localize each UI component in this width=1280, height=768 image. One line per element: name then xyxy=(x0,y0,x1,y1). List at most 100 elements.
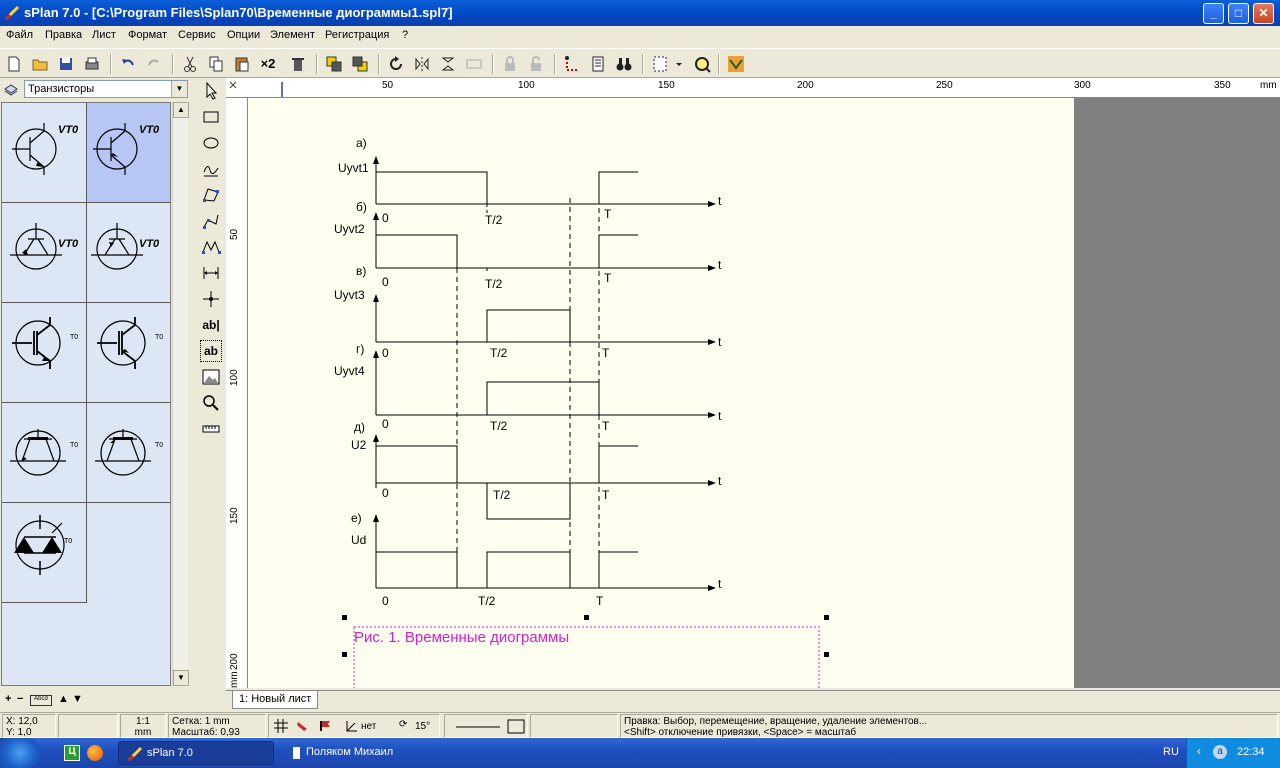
component-npn-transistor-circle[interactable]: VT0 xyxy=(2,103,87,203)
maximize-button[interactable]: □ xyxy=(1228,3,1249,24)
group-icon[interactable] xyxy=(464,54,484,74)
bring-to-front-icon[interactable] xyxy=(324,54,344,74)
parts-list-icon[interactable] xyxy=(588,54,608,74)
scroll-down-icon[interactable]: ▼ xyxy=(173,670,189,686)
close-button[interactable]: ✕ xyxy=(1253,3,1274,24)
minimize-button[interactable]: _ xyxy=(1203,3,1224,24)
undo-icon[interactable] xyxy=(118,54,138,74)
rectangle-tool-icon[interactable] xyxy=(200,106,222,128)
tray-app-icon[interactable]: a xyxy=(1213,745,1227,759)
menu-options[interactable]: Опции xyxy=(227,29,261,41)
remove-library-icon[interactable]: − xyxy=(17,693,24,705)
page-setup-icon[interactable] xyxy=(650,54,670,74)
polygon-tool-icon[interactable] xyxy=(200,184,222,206)
ruler-tick-label: 200 xyxy=(797,80,814,91)
open-folder-icon[interactable] xyxy=(30,54,50,74)
menu-file[interactable]: Файл xyxy=(6,29,34,41)
rotate-icon[interactable] xyxy=(386,54,406,74)
component-jfet-p[interactable]: T0 xyxy=(87,403,170,503)
add-library-icon[interactable]: + xyxy=(5,693,12,705)
bezier-tool-icon[interactable] xyxy=(200,236,222,258)
connection-point-tool-icon[interactable] xyxy=(200,288,222,310)
print-icon[interactable] xyxy=(82,54,102,74)
main-toolbar: ×2 xyxy=(0,48,1280,78)
panel-signal-label: Uyvt2 xyxy=(334,222,365,236)
sheet-tab-1[interactable]: 1: Новый лист xyxy=(232,691,319,709)
copy-icon[interactable] xyxy=(206,54,226,74)
new-file-icon[interactable] xyxy=(4,54,24,74)
pointer-tool-icon[interactable] xyxy=(200,80,222,102)
send-to-back-icon[interactable] xyxy=(350,54,370,74)
dropdown-arrow-icon[interactable] xyxy=(674,54,684,74)
chevron-down-icon[interactable]: ▼ xyxy=(171,81,187,97)
taskbar-word[interactable]: Поляком Михаил xyxy=(278,741,434,765)
tray-chevron-icon[interactable]: ‹ xyxy=(1197,744,1201,758)
drawing-sheet[interactable]: а) Uyvt1 t б) 0 T/2 T Uyvt2 t в) 0 T/2 T… xyxy=(248,98,1074,688)
system-tray: RU ‹ a 22:34 xyxy=(1163,738,1280,768)
move-up-icon[interactable]: ▲ xyxy=(58,693,69,705)
menu-help[interactable]: ? xyxy=(402,29,409,41)
library-scrollbar[interactable]: ▲ ▼ xyxy=(172,102,189,686)
toolbar-separator xyxy=(492,54,494,74)
rename-library-icon[interactable]: Abcd xyxy=(30,695,52,706)
mirror-horizontal-icon[interactable] xyxy=(412,54,432,74)
drawing-workspace[interactable]: а) Uyvt1 t б) 0 T/2 T Uyvt2 t в) 0 T/2 T… xyxy=(248,98,1280,688)
binoculars-icon[interactable] xyxy=(614,54,634,74)
zoom-tool-icon[interactable] xyxy=(200,392,222,414)
panel-letter: е) xyxy=(351,511,362,525)
component-pnp-transistor-circle[interactable]: VT0 xyxy=(87,103,170,203)
rotate-angle-icon[interactable]: ⟳ xyxy=(399,719,408,730)
menu-sheet[interactable]: Лист xyxy=(92,29,116,41)
menu-format[interactable]: Формат xyxy=(128,29,168,41)
time-axis-label: t xyxy=(718,194,722,208)
image-tool-icon[interactable] xyxy=(200,366,222,388)
ellipse-tool-icon[interactable] xyxy=(200,132,222,154)
component-npn-transistor-horizontal[interactable]: VT0 xyxy=(2,203,87,303)
paste-icon[interactable] xyxy=(232,54,252,74)
menu-service[interactable]: Сервис xyxy=(178,29,216,41)
component-label: VT0 xyxy=(139,124,160,136)
snap-magnet-icon[interactable] xyxy=(295,719,311,736)
component-triac[interactable]: T0 xyxy=(2,503,87,603)
firefox-icon[interactable] xyxy=(87,745,103,761)
component-igbt-left[interactable]: T0 xyxy=(2,303,87,403)
unlock-icon[interactable] xyxy=(526,54,546,74)
panel-letter: д) xyxy=(354,420,365,434)
zoom-fit-icon[interactable] xyxy=(692,54,712,74)
library-category-select[interactable]: Транзисторы ▼ xyxy=(24,80,188,98)
library-icon[interactable] xyxy=(726,54,746,74)
polyline-tool-icon[interactable] xyxy=(200,210,222,232)
scroll-up-icon[interactable]: ▲ xyxy=(173,102,189,118)
snap-pin-icon[interactable] xyxy=(317,719,333,736)
menu-edit[interactable]: Правка xyxy=(45,29,83,41)
measure-tool-icon[interactable] xyxy=(200,418,222,440)
component-igbt-right[interactable]: T0 xyxy=(87,303,170,403)
angle-snap-icon[interactable] xyxy=(345,719,359,736)
scale-unit: mm xyxy=(134,727,152,738)
text-tool-button[interactable]: ab| xyxy=(202,318,220,332)
line-style-preview[interactable] xyxy=(444,714,528,738)
redo-icon[interactable] xyxy=(144,54,164,74)
origin-label: 0 xyxy=(382,486,389,500)
lock-icon[interactable] xyxy=(500,54,520,74)
text-box-tool-button[interactable]: ab xyxy=(200,340,222,362)
duplicate-button[interactable]: ×2 xyxy=(260,56,276,71)
quick-launch-app-icon[interactable]: Ц xyxy=(64,745,80,761)
delete-icon[interactable] xyxy=(288,54,308,74)
cut-icon[interactable] xyxy=(180,54,200,74)
language-indicator[interactable]: RU xyxy=(1163,746,1179,758)
figure-caption[interactable]: Рис. 1. Временные диограммы xyxy=(354,629,569,646)
menu-registration[interactable]: Регистрация xyxy=(325,29,390,41)
dimension-tool-icon[interactable] xyxy=(200,262,222,284)
component-jfet-n[interactable]: T0 xyxy=(2,403,87,503)
connect-nodes-icon[interactable] xyxy=(562,54,582,74)
grid-toggle-icon[interactable] xyxy=(273,719,289,736)
taskbar-splan[interactable]: sPlan 7.0 xyxy=(118,741,274,765)
menu-element[interactable]: Элемент xyxy=(270,29,315,41)
save-icon[interactable] xyxy=(56,54,76,74)
mirror-vertical-icon[interactable] xyxy=(438,54,458,74)
component-pnp-transistor-horizontal[interactable]: VT0 xyxy=(87,203,170,303)
freehand-tool-icon[interactable] xyxy=(200,158,222,180)
move-down-icon[interactable]: ▼ xyxy=(72,693,83,705)
start-button[interactable] xyxy=(0,738,40,768)
